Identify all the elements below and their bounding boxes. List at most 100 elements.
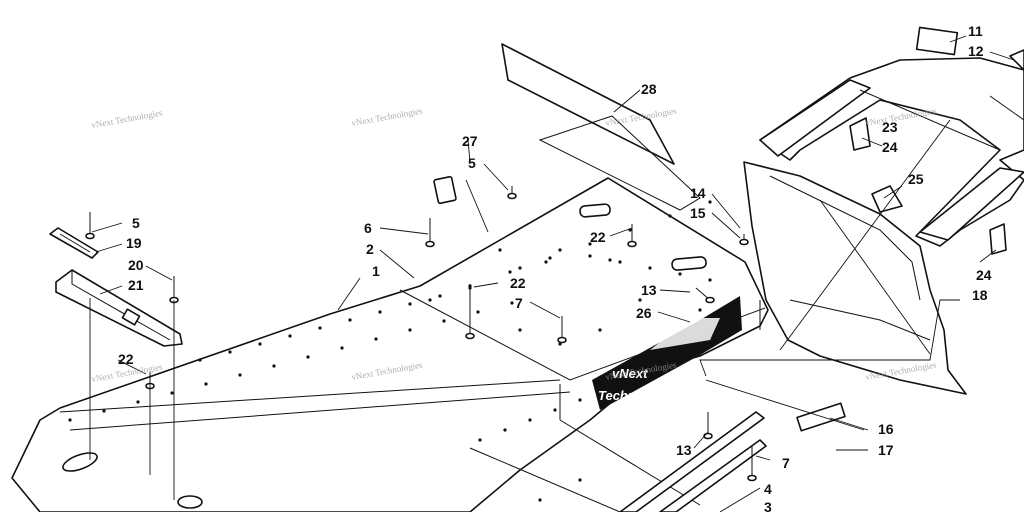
callout-14: 14 [690,185,706,201]
cap-12 [1009,49,1024,71]
callout-22: 22 [118,351,134,367]
strap-19 [49,227,99,259]
rivet-hole [553,408,557,412]
rivet-holes [68,200,712,502]
rivet-hole [68,418,72,422]
callout-3: 3 [764,499,772,512]
rivet-hole [258,342,262,346]
rivet-hole [668,214,672,218]
rivet-hole [598,328,602,332]
callout-5: 5 [132,215,140,231]
rivet-hole [340,346,344,350]
rivet-hole [588,242,592,246]
rivet-hole [503,428,507,432]
cap-11 [915,26,959,56]
tunnel-panel [11,177,769,512]
rivet-hole [678,272,682,276]
callout-5: 5 [468,155,476,171]
rivet-hole [544,260,548,264]
rivet-hole [708,278,712,282]
rivet-hole [528,418,532,422]
callout-22: 22 [590,229,606,245]
rivet-hole [428,298,432,302]
callout-11: 11 [968,23,983,39]
callout-12: 12 [968,43,984,59]
plate-27 [433,175,457,205]
callout-16: 16 [878,421,894,437]
rivet-hole [558,248,562,252]
bracket-21 [55,269,183,347]
rivet-hole [374,337,378,341]
rivet-hole [170,391,174,395]
rivet-hole [648,266,652,270]
rivet-hole [318,326,322,330]
watermark-text: vNext Technologies [865,106,938,128]
bumper-18 [743,161,967,395]
fastener [85,212,95,240]
rivet-hole [306,355,310,359]
clip-25 [871,185,903,213]
fastener [627,224,637,248]
callout-19: 19 [126,235,142,251]
rivet-hole [618,260,622,264]
callout-18: 18 [972,287,988,303]
rivet-hole [476,310,480,314]
leader-lines [89,35,1015,512]
callout-13: 13 [676,442,692,458]
fastener [465,284,475,340]
callout-2: 2 [366,241,374,257]
decal-text-line2: Technologies [598,388,681,403]
rivet-hole [518,266,522,270]
callout-22: 22 [510,275,526,291]
rivet-hole [408,302,412,306]
rivet-hole [698,308,702,312]
callout-20: 20 [128,257,144,273]
watermark-text: vNext Technologies [91,108,164,130]
callout-4: 4 [764,481,772,497]
callouts: 1234556771112131314151617181920212222222… [118,23,992,512]
callout-24: 24 [882,139,898,155]
rivet-hole [518,328,522,332]
callout-23: 23 [882,119,898,135]
fastener [695,287,715,304]
rivet-hole [136,400,140,404]
rivet-hole [508,270,512,274]
callout-15: 15 [690,205,706,221]
rail-strips [619,411,767,512]
fasteners [85,186,757,482]
rivet-hole [588,254,592,258]
rivet-hole [578,478,582,482]
callout-6: 6 [364,220,372,236]
rivet-hole [608,258,612,262]
clip-24 [989,223,1007,255]
fastener [425,218,435,248]
rivet-hole [478,438,482,442]
rear-rack [759,26,1024,255]
rivet-hole [438,294,442,298]
callout-28: 28 [641,81,657,97]
callout-27: 27 [462,133,478,149]
rivet-hole [288,334,292,338]
callout-17: 17 [878,442,894,458]
callout-21: 21 [128,277,144,293]
flap-28 [501,43,701,211]
rivet-hole [578,398,582,402]
rivet-hole [442,319,446,323]
rivet-hole [548,256,552,260]
callout-7: 7 [515,295,523,311]
rivet-hole [538,498,542,502]
decal-text-line1: vNext [612,366,648,381]
rivet-hole [204,382,208,386]
fastener [747,446,757,482]
rivet-hole [348,318,352,322]
rivet-hole [708,200,712,204]
fastener [739,234,749,246]
rivet-hole [198,358,202,362]
rivet-hole [638,298,642,302]
watermark-text: vNext Technologies [351,106,424,128]
decal-26: vNext Technologies [592,296,742,410]
fastener [557,316,567,344]
callout-1: 1 [372,263,380,279]
rivet-hole [272,364,276,368]
